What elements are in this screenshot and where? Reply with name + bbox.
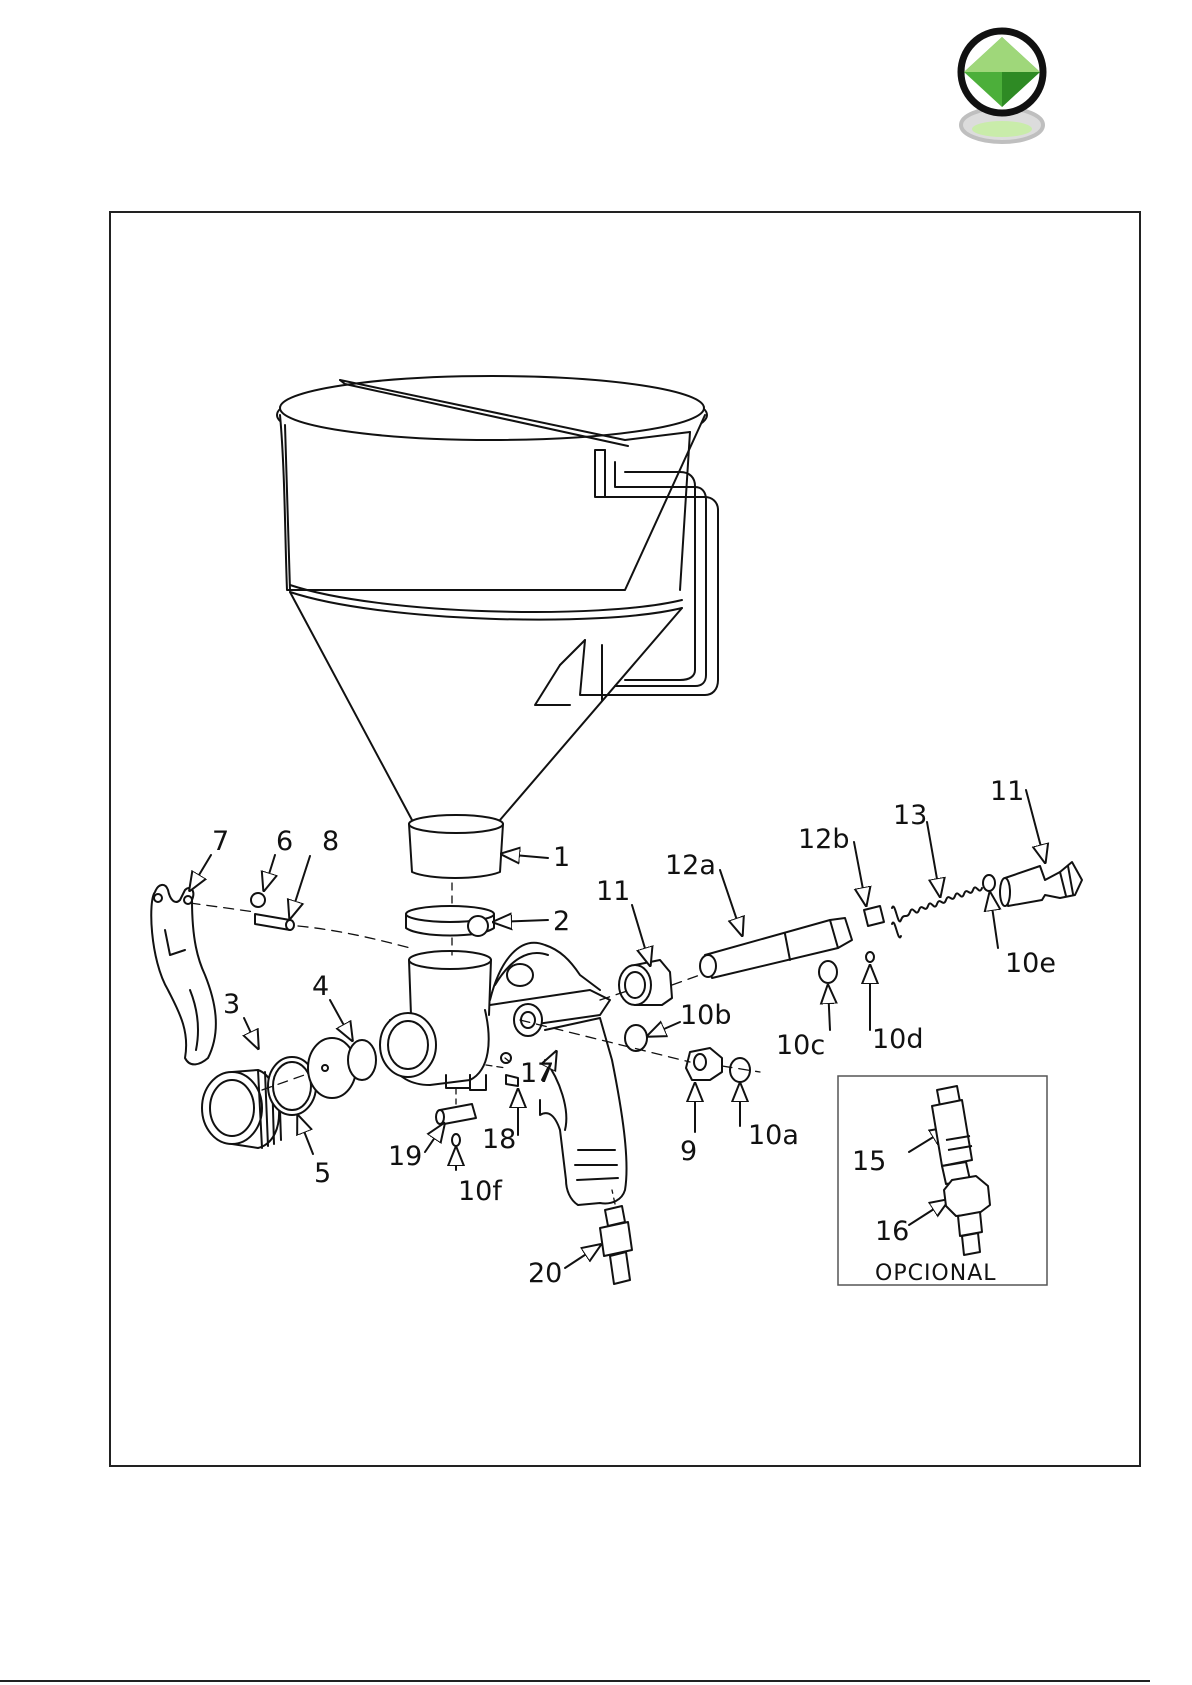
footer-rule xyxy=(0,1680,1150,1682)
washer-10d-part xyxy=(866,952,874,962)
nozzle-disc-part xyxy=(308,1038,376,1098)
callout-20: 20 xyxy=(528,1258,562,1289)
callout-15: 15 xyxy=(852,1146,886,1177)
o-ring-10e-part xyxy=(983,875,995,891)
small-clip-part xyxy=(501,1053,518,1086)
callout-6: 6 xyxy=(276,826,293,857)
coupler-15-part xyxy=(932,1086,972,1184)
hopper-part xyxy=(277,376,718,878)
needle-tip-part xyxy=(864,906,884,926)
callout-16: 16 xyxy=(875,1216,909,1247)
optional-label: OPCIONAL xyxy=(875,1261,997,1286)
callout-5: 5 xyxy=(314,1158,331,1189)
callout-19: 19 xyxy=(388,1141,422,1172)
ring-part xyxy=(406,906,494,936)
callout-10a: 10a xyxy=(748,1120,799,1151)
trigger-part xyxy=(151,885,216,1065)
washer-10f-part xyxy=(452,1134,460,1146)
washer-10c-part xyxy=(819,961,837,983)
callout-8: 8 xyxy=(322,826,339,857)
pin-part xyxy=(255,914,294,930)
callout-10c: 10c xyxy=(776,1030,825,1061)
hex-nut-part xyxy=(686,1048,722,1080)
callout-18: 18 xyxy=(482,1124,516,1155)
callout-10d: 10d xyxy=(872,1024,924,1055)
union-nut-part xyxy=(619,960,672,1005)
optional-parts-box: OPCIONAL xyxy=(838,1076,1047,1286)
callout-1: 1 xyxy=(553,842,570,873)
clip-part xyxy=(251,893,265,907)
callout-7: 7 xyxy=(212,826,229,857)
callout-2: 2 xyxy=(553,906,570,937)
spring-part xyxy=(892,887,982,937)
callout-10b: 10b xyxy=(680,1000,732,1031)
callout-12b: 12b xyxy=(798,824,850,855)
callout-3: 3 xyxy=(223,989,240,1020)
callout-11-left: 11 xyxy=(596,876,630,907)
plunger-part xyxy=(436,1104,476,1124)
callout-10e: 10e xyxy=(1005,948,1056,979)
callout-11-right: 11 xyxy=(990,776,1024,807)
callout-13: 13 xyxy=(893,800,927,831)
air-fitting-part xyxy=(1000,862,1082,906)
coupler-16-part xyxy=(944,1176,990,1255)
callout-9: 9 xyxy=(680,1136,697,1167)
callout-12a: 12a xyxy=(665,850,716,881)
callout-17: 17 xyxy=(520,1058,554,1089)
quick-coupler-part xyxy=(600,1206,632,1284)
callout-4: 4 xyxy=(312,971,329,1002)
callout-10f: 10f xyxy=(458,1176,503,1207)
